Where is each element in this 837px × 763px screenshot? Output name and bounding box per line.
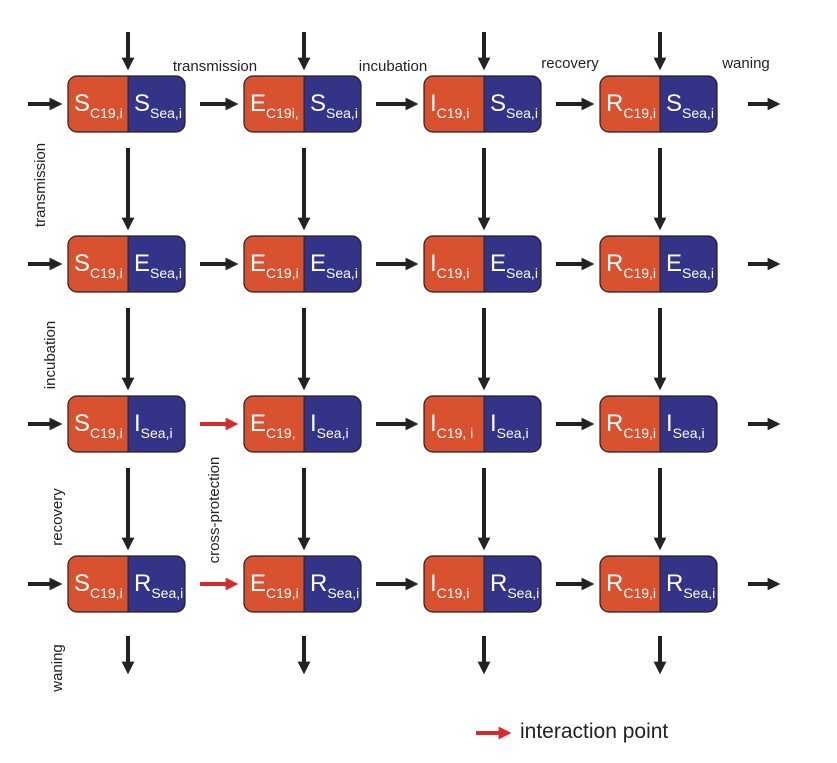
compartment-box: EC19i, SSea,i [243, 75, 362, 133]
seasonal-half [484, 76, 541, 132]
seasonal-state-label: SSea,i [310, 90, 358, 121]
cross-protection-label: cross-protection [206, 457, 223, 564]
seasonal-state-label: RSea,i [490, 570, 539, 601]
seasonal-half [484, 396, 541, 452]
covid-state-label: EC19,i [250, 250, 299, 281]
seasonal-state-label: ISea,i [310, 410, 349, 441]
covid-half [424, 556, 484, 612]
covid-state-label: RC19,i [606, 250, 656, 281]
seasonal-state-label: RSea,i [310, 570, 359, 601]
seasonal-half [660, 396, 717, 452]
compartment-box: RC19,i SSea,i [599, 75, 718, 133]
seasonal-half [304, 556, 361, 612]
legend: interaction point [476, 720, 668, 743]
covid-state-label: SC19,i [74, 250, 123, 281]
compartment-box: SC19,i RSea,i [67, 555, 186, 613]
seasonal-state-label: ESea,i [490, 250, 538, 281]
row-label-incubation: incubation [42, 321, 59, 389]
covid-state-label: SC19,i [74, 570, 123, 601]
covid-half [424, 396, 484, 452]
column-label-transmission: transmission [173, 58, 257, 75]
seasonal-half [128, 556, 185, 612]
column-label-waning: waning [721, 55, 770, 72]
covid-state-label: EC19, [250, 410, 296, 441]
column-label-recovery: recovery [541, 55, 599, 72]
covid-half [600, 76, 660, 132]
row-label-recovery: recovery [49, 488, 66, 546]
compartment-box: IC19,i SSea,i [423, 75, 542, 133]
covid-half [424, 76, 484, 132]
seasonal-state-label: SSea,i [134, 90, 182, 121]
seasonal-half [484, 236, 541, 292]
covid-state-label: SC19,i [74, 90, 123, 121]
compartment-box: EC19,i ESea,i [243, 235, 362, 293]
seasonal-state-label: SSea,i [490, 90, 538, 121]
covid-half [68, 236, 128, 292]
seasonal-half [304, 76, 361, 132]
compartment-box: IC19,i ESea,i [423, 235, 542, 293]
covid-half [424, 236, 484, 292]
covid-half [68, 396, 128, 452]
seasonal-half [660, 76, 717, 132]
seasonal-half [128, 76, 185, 132]
compartment-box: IC19,i RSea,i [423, 555, 542, 613]
seasonal-half [660, 236, 717, 292]
covid-state-label: RC19,i [606, 410, 656, 441]
seasonal-state-label: SSea,i [666, 90, 714, 121]
covid-state-label: RC19,i [606, 570, 656, 601]
seasonal-state-label: RSea,i [134, 570, 183, 601]
compartment-box: IC19, i ISea,i [423, 395, 542, 453]
covid-state-label: IC19,i [430, 250, 469, 281]
compartment-box: SC19,i ISea,i [67, 395, 186, 453]
seasonal-half [660, 556, 717, 612]
covid-half [244, 556, 304, 612]
covid-state-label: RC19,i [606, 90, 656, 121]
covid-state-label: EC19,i [250, 570, 299, 601]
covid-half [68, 556, 128, 612]
seasonal-state-label: ISea,i [490, 410, 529, 441]
covid-half [600, 396, 660, 452]
seasonal-state-label: ISea,i [134, 410, 173, 441]
covid-half [68, 76, 128, 132]
covid-half [600, 236, 660, 292]
covid-state-label: IC19, i [430, 410, 473, 441]
seasonal-state-label: ISea,i [666, 410, 705, 441]
covid-state-label: IC19,i [430, 570, 469, 601]
compartment-box: RC19,i ISea,i [599, 395, 718, 453]
seasonal-half [304, 236, 361, 292]
covid-state-label: SC19,i [74, 410, 123, 441]
covid-half [244, 396, 304, 452]
arrows-layer [28, 32, 781, 675]
compartment-box: EC19, ISea,i [243, 395, 362, 453]
seasonal-half [484, 556, 541, 612]
compartment-box: SC19,i SSea,i [67, 75, 186, 133]
compartment-box: RC19,i RSea,i [599, 555, 718, 613]
covid-state-label: IC19,i [430, 90, 469, 121]
seasonal-half [128, 396, 185, 452]
seasonal-state-label: RSea,i [666, 570, 715, 601]
seasonal-half [304, 396, 361, 452]
compartment-box: SC19,i ESea,i [67, 235, 186, 293]
seasonal-state-label: ESea,i [666, 250, 714, 281]
row-label-transmission: transmission [32, 143, 49, 227]
seasonal-state-label: ESea,i [310, 250, 358, 281]
compartment-box: RC19,i ESea,i [599, 235, 718, 293]
covid-half [244, 76, 304, 132]
covid-state-label: EC19i, [250, 90, 299, 121]
compartment-box: EC19,i RSea,i [243, 555, 362, 613]
seasonal-state-label: ESea,i [134, 250, 182, 281]
seasonal-half [128, 236, 185, 292]
legend-label: interaction point [520, 720, 668, 743]
covid-half [244, 236, 304, 292]
row-label-waning: waning [49, 644, 66, 693]
covid-half [600, 556, 660, 612]
column-label-incubation: incubation [359, 58, 427, 75]
